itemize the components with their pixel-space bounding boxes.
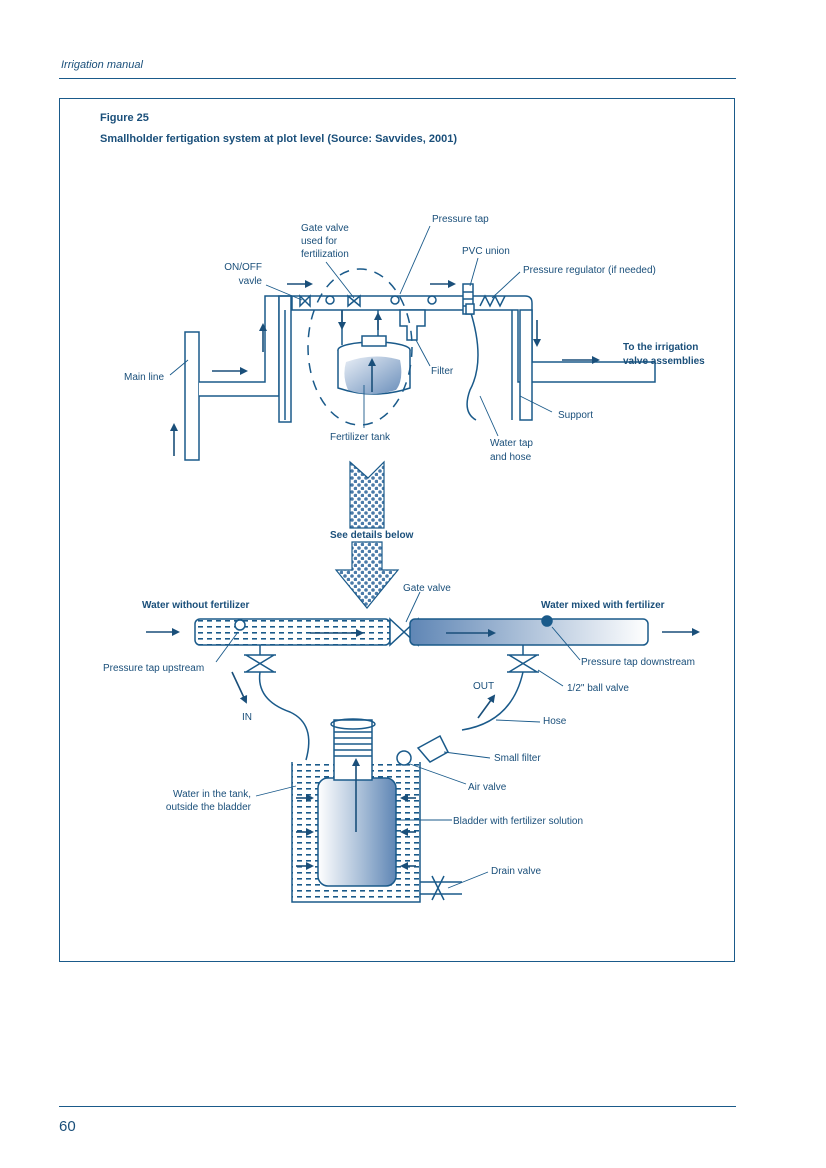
label-in: IN (242, 712, 252, 723)
gate-valve-top-icon (347, 294, 361, 308)
label-onoff-2: vavle (239, 276, 263, 287)
bladder (317, 777, 397, 887)
label-main-line: Main line (124, 372, 164, 383)
figure-number: Figure 25 (100, 112, 149, 124)
label-water-without: Water without fertilizer (142, 600, 250, 611)
label-to-irrigation-2: valve assemblies (623, 356, 705, 367)
label-ball-valve: 1/2" ball valve (567, 683, 629, 694)
pressure-tap-right-icon (427, 295, 437, 305)
page-number: 60 (59, 1118, 76, 1135)
label-water-in-tank-2: outside the bladder (166, 802, 252, 813)
air-valve-icon (396, 750, 412, 766)
label-gate-valve-1: Gate valve (301, 223, 349, 234)
label-to-irrigation-1: To the irrigation (623, 342, 698, 353)
label-out: OUT (473, 681, 494, 692)
label-water-tap-1: Water tap (490, 438, 533, 449)
pressure-tap-icon (390, 295, 400, 305)
label-gate-valve-2: used for (301, 236, 338, 247)
label-water-mixed: Water mixed with fertilizer (541, 600, 665, 611)
in-hose (258, 671, 310, 761)
upstream-pipe (194, 618, 391, 646)
ball-valve-icon (507, 654, 539, 673)
header-rule (59, 78, 736, 79)
detail-arrow-upper (349, 460, 385, 529)
riser-pipe-right (519, 309, 533, 421)
label-gate-valve-bottom: Gate valve (403, 583, 451, 594)
label-pressure-regulator: Pressure regulator (if needed) (523, 265, 656, 276)
label-support: Support (558, 410, 593, 421)
small-filter-icon (416, 734, 449, 763)
label-pressure-tap-downstream: Pressure tap downstream (581, 657, 695, 668)
label-see-details: See details below (330, 530, 414, 541)
downstream-pipe (409, 618, 649, 646)
main-line-pipe (184, 295, 280, 461)
out-hose (461, 671, 524, 731)
pressure-tap-left-icon (325, 295, 335, 305)
water-tap-hose (466, 309, 479, 421)
detail-arrow-lower (334, 541, 400, 609)
drain-pipe (420, 881, 462, 895)
pressure-tap-downstream-icon (541, 615, 553, 627)
label-drain-valve: Drain valve (491, 866, 541, 877)
figure-frame (59, 98, 735, 962)
drain-valve-icon (431, 875, 445, 901)
running-title: Irrigation manual (61, 59, 143, 71)
label-water-in-tank-1: Water in the tank, (173, 789, 251, 800)
label-pressure-tap: Pressure tap (432, 214, 489, 225)
label-pvc-union: PVC union (462, 246, 510, 257)
label-hose: Hose (543, 716, 567, 727)
pressure-regulator-icon (479, 294, 506, 308)
onoff-valve-icon (299, 294, 311, 308)
label-air-valve: Air valve (468, 782, 507, 793)
label-filter: Filter (431, 366, 454, 377)
footer-rule (59, 1106, 736, 1107)
label-water-tap-2: and hose (490, 452, 532, 463)
label-fertilizer-tank: Fertilizer tank (330, 432, 391, 443)
label-pressure-tap-upstream: Pressure tap upstream (103, 663, 204, 674)
fertilizer-tank-top (337, 335, 411, 395)
figure-caption: Smallholder fertigation system at plot l… (100, 133, 458, 145)
label-gate-valve-3: fertilization (301, 249, 349, 260)
upstream-valve-icon (244, 654, 276, 673)
label-small-filter: Small filter (494, 753, 541, 764)
out-arrow (477, 694, 496, 719)
label-bladder: Bladder with fertilizer solution (453, 816, 583, 827)
tank-envelope (307, 268, 413, 426)
manifold-pipe (280, 295, 656, 383)
in-arrow (231, 671, 248, 704)
label-onoff-1: ON/OFF (224, 262, 262, 273)
filter-icon (399, 309, 426, 341)
pressure-tap-upstream-icon (234, 619, 246, 631)
